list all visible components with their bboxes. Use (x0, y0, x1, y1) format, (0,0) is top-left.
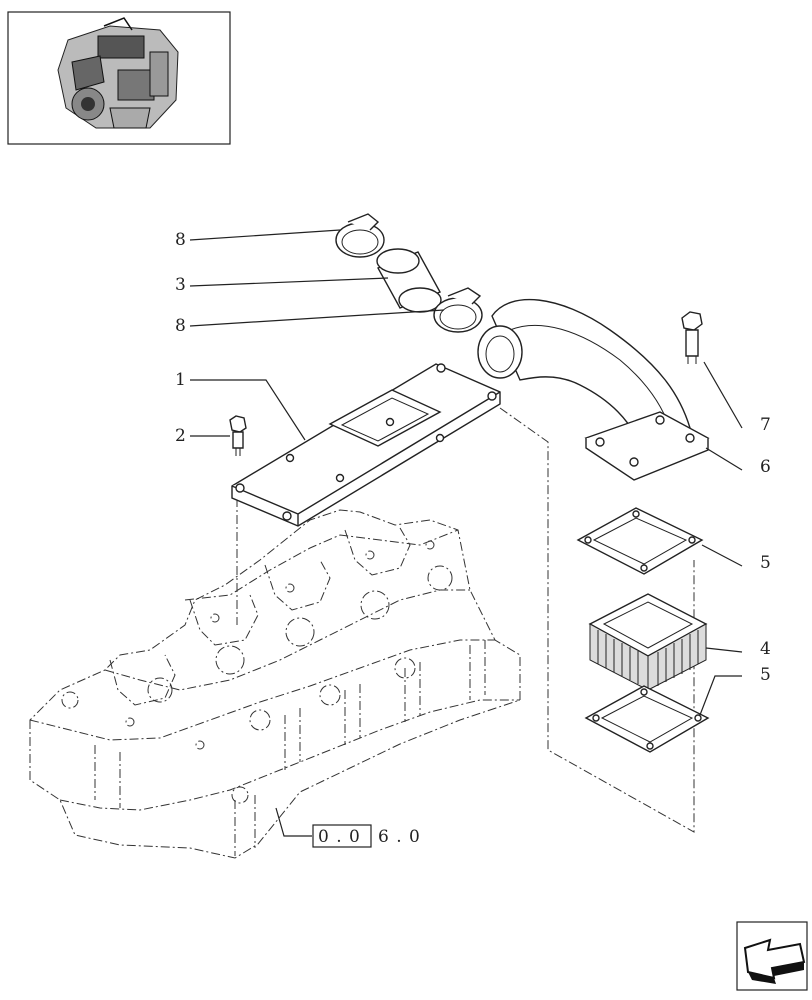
callout-8-upper[interactable]: 8 (175, 230, 186, 250)
spacer-box-4 (588, 593, 708, 691)
engine-icon (57, 17, 179, 129)
callout-1[interactable]: 1 (175, 370, 186, 390)
cylinder-head (29, 509, 521, 859)
callout-8-lower[interactable]: 8 (175, 316, 186, 336)
engine-thumbnail[interactable] (7, 11, 231, 145)
elbow-pipe-6 (477, 298, 710, 481)
hose-3 (376, 248, 442, 313)
arrow-icon[interactable] (736, 921, 808, 991)
gasket-5-upper (576, 507, 704, 575)
callout-7[interactable]: 7 (760, 415, 771, 435)
clamp-8-upper (335, 213, 385, 258)
callout-2[interactable]: 2 (175, 426, 186, 446)
reference-code[interactable]: 0 . 0 6 . 0 (312, 824, 421, 848)
callout-5-lower[interactable]: 5 (760, 665, 771, 685)
reference-boxed: 0 . 0 (318, 827, 361, 847)
alignment-lines (236, 407, 695, 833)
callout-labels: 8 3 8 1 2 7 6 5 4 5 (175, 230, 771, 685)
callout-5-upper[interactable]: 5 (760, 553, 771, 573)
callout-4[interactable]: 4 (760, 639, 771, 659)
bolt-2 (229, 415, 247, 456)
bolt-7 (681, 311, 703, 364)
clamp-8-lower (433, 287, 483, 333)
callout-3[interactable]: 3 (175, 275, 186, 295)
callout-6[interactable]: 6 (760, 457, 771, 477)
gasket-plate (231, 363, 501, 527)
gasket-5-lower (584, 685, 710, 753)
reference-rest: 6 . 0 (378, 827, 421, 847)
leader-lines (189, 229, 743, 837)
